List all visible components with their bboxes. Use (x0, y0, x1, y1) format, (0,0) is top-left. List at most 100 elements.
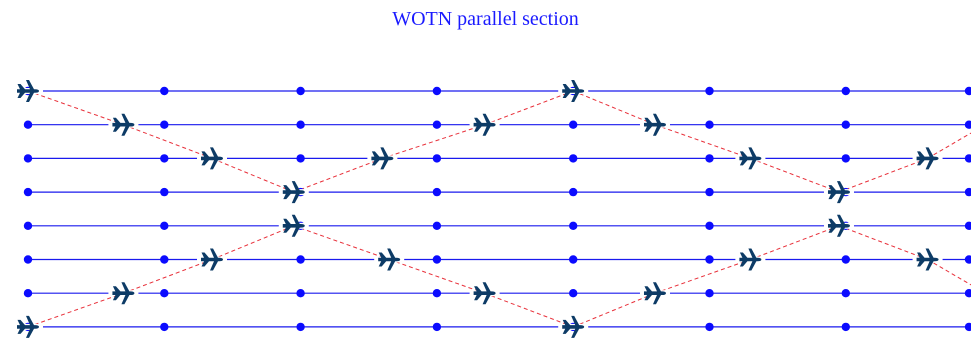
track-node (23, 154, 33, 163)
airplane-shape (201, 248, 224, 271)
airplane-icon (278, 214, 309, 237)
flight-path-segment (382, 124, 485, 159)
flight-path-segment (750, 157, 840, 193)
track-node (841, 86, 850, 96)
track-node (432, 289, 442, 298)
track-node (705, 86, 714, 96)
flight-path-segment (750, 225, 840, 260)
track-node (569, 120, 578, 129)
track-node (705, 154, 714, 163)
track-node (23, 221, 33, 230)
airplane-shape (643, 113, 666, 136)
track-node (23, 187, 33, 197)
track-node (964, 221, 971, 230)
airplane-shape (643, 282, 666, 305)
track-node (569, 255, 578, 264)
track-node (160, 187, 169, 197)
flight-path-segment (573, 90, 656, 126)
airplane-icon (912, 147, 943, 170)
airplane-shape (378, 248, 401, 271)
aircraft-layer (13, 80, 943, 338)
track-node (296, 154, 305, 163)
track-node (160, 120, 169, 129)
airplane-icon (278, 181, 309, 204)
track-node (841, 322, 850, 332)
track-node (569, 187, 578, 197)
airplane-shape (282, 214, 305, 237)
airplane-icon (558, 80, 589, 102)
track-node (705, 289, 714, 298)
track-node (841, 120, 850, 129)
flight-path-segment (27, 90, 124, 126)
flight-path-segment (927, 259, 971, 286)
flight-path-segment (211, 225, 294, 260)
flight-path-segment (654, 124, 751, 159)
track-node (432, 86, 442, 96)
flight-path-segment (838, 225, 928, 260)
airplane-shape (562, 315, 585, 338)
flight-path-segment (27, 292, 124, 328)
airplane-shape (739, 147, 762, 170)
airplane-shape (827, 181, 850, 204)
airplane-icon (735, 147, 766, 170)
flight-path-segment (211, 157, 294, 193)
track-node (705, 322, 714, 332)
flight-path-segment (927, 132, 971, 159)
flight-paths-layer (27, 90, 971, 328)
track-node (705, 120, 714, 129)
track-node (160, 289, 169, 298)
airplane-icon (374, 248, 405, 271)
airplane-icon (197, 248, 228, 271)
track-node (964, 154, 971, 163)
track-node (964, 187, 971, 197)
flight-path-segment (484, 90, 574, 126)
track-node (569, 221, 578, 230)
track-node (705, 255, 714, 264)
track-node (705, 221, 714, 230)
airplane-shape (473, 282, 496, 305)
airplane-shape (739, 248, 762, 271)
airplane-icon (108, 113, 139, 136)
airplane-icon (469, 282, 500, 305)
flight-path-segment (123, 259, 213, 294)
track-node (23, 289, 33, 298)
diagram-title: WOTN parallel section (392, 8, 579, 30)
track-node (160, 255, 169, 264)
airplane-shape (916, 147, 939, 170)
airplane-icon (367, 147, 398, 170)
track-node (705, 187, 714, 197)
track-node (432, 221, 442, 230)
airplane-shape (112, 282, 135, 305)
airplane-shape (473, 113, 496, 136)
airplane-icon (197, 147, 228, 170)
airplane-shape (827, 214, 850, 237)
flight-path-segment (123, 124, 213, 159)
track-node (432, 154, 442, 163)
airplane-shape (282, 181, 305, 204)
track-node (160, 86, 169, 96)
flight-path-segment (293, 225, 390, 260)
track-node (964, 289, 971, 298)
airplane-icon (13, 315, 43, 338)
flight-path-segment (573, 292, 656, 328)
track-node (296, 289, 305, 298)
airplane-icon (558, 315, 589, 338)
flight-path-segment (389, 259, 485, 294)
track-node (432, 255, 442, 264)
airplane-icon (735, 248, 766, 271)
track-node (569, 289, 578, 298)
track-node (160, 322, 169, 332)
track-node (23, 255, 33, 264)
flight-path-segment (293, 157, 383, 193)
track-node (160, 154, 169, 163)
track-node (296, 322, 305, 332)
airplane-icon (13, 80, 43, 102)
airplane-shape (562, 80, 585, 102)
track-node (432, 187, 442, 197)
airplane-icon (823, 181, 854, 204)
airplane-shape (916, 248, 939, 271)
track-node (432, 322, 442, 332)
airplane-icon (639, 282, 670, 305)
track-node (964, 322, 971, 332)
